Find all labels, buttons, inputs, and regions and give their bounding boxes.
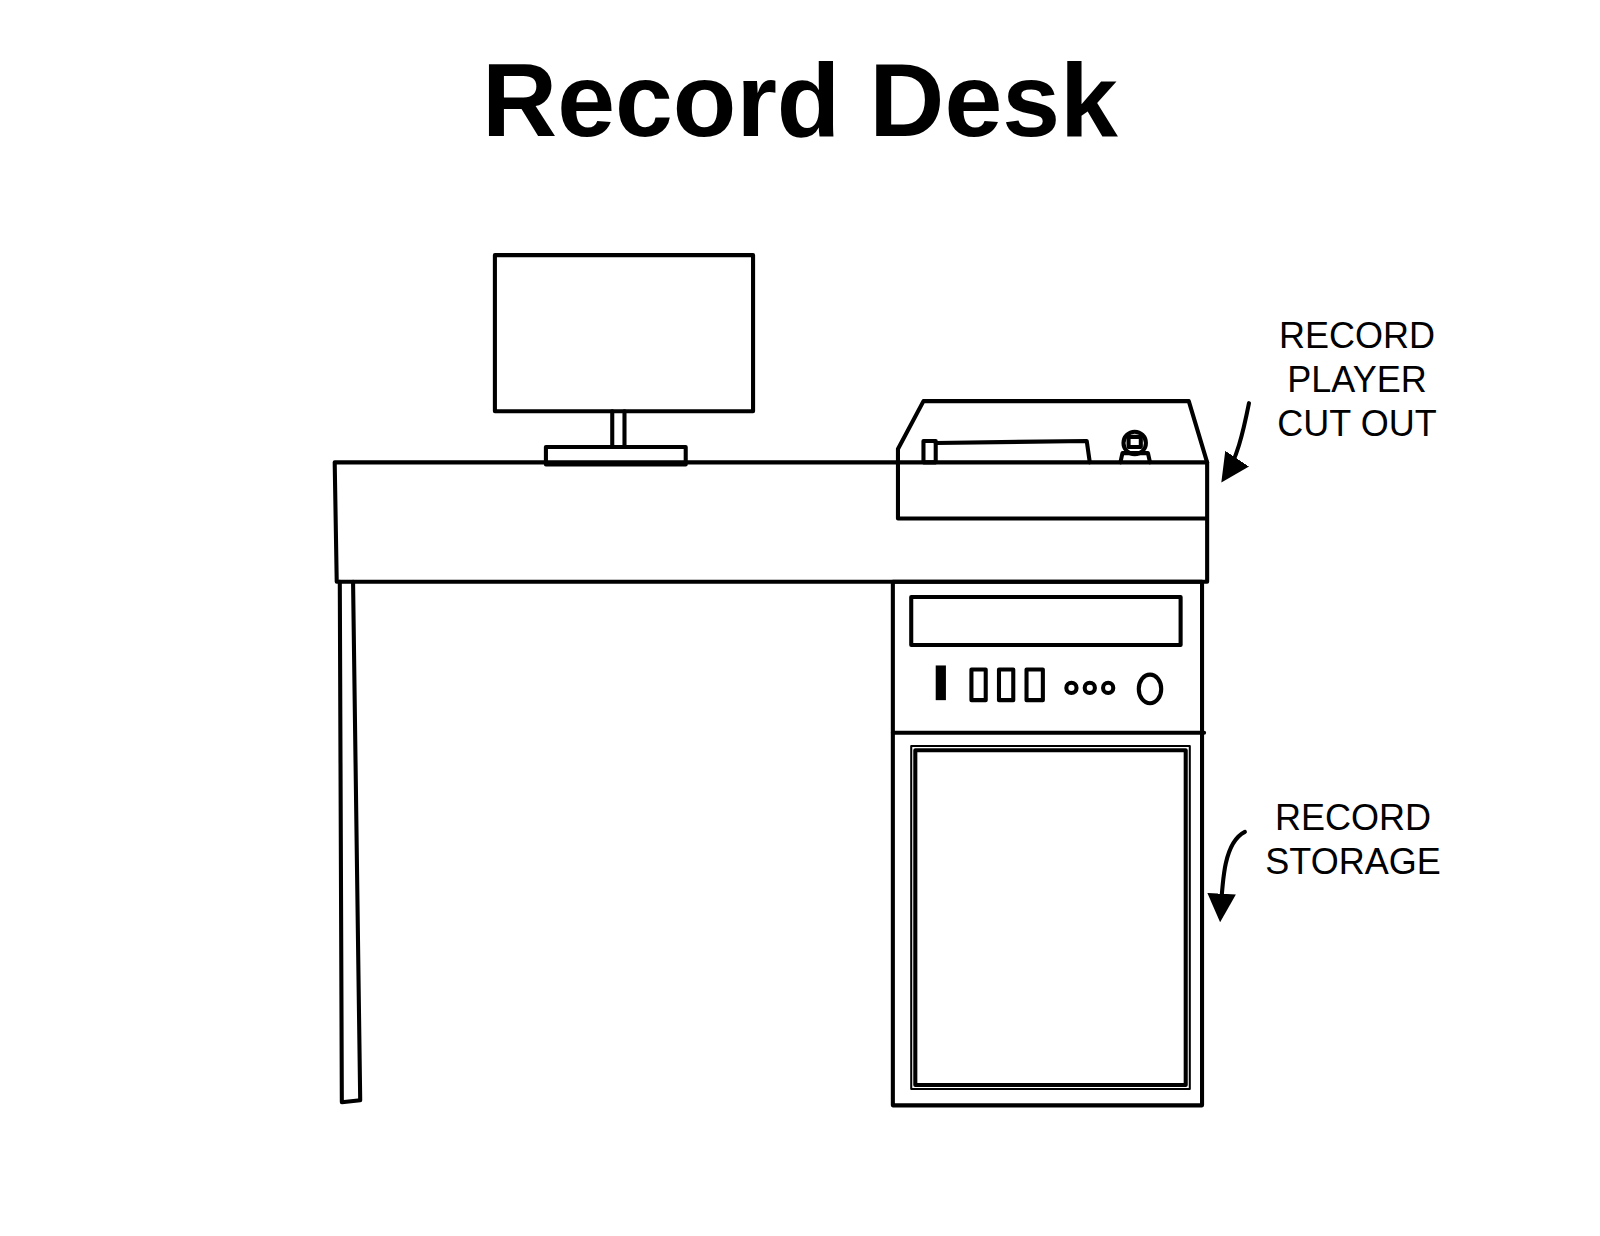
turntable-platter-edge: [923, 441, 935, 462]
amp-knob: [1066, 683, 1076, 693]
cabinet: [893, 582, 1202, 1106]
monitor-stand: [612, 411, 624, 447]
tonearm-mount: [1120, 453, 1150, 462]
amp-knob: [1103, 683, 1113, 693]
turntable-platter: [936, 441, 1090, 462]
amp-knob: [1085, 683, 1095, 693]
desk-leg: [340, 582, 360, 1103]
desk-top: [335, 462, 1207, 581]
callout-label: RECORD PLAYER CUT OUT: [1262, 314, 1452, 446]
callout-label: RECORD STORAGE: [1258, 796, 1448, 884]
title: Record Desk: [0, 38, 1600, 163]
amp-button: [971, 670, 985, 701]
leader-arrow: [1220, 832, 1244, 917]
amp-switch: [936, 665, 946, 700]
tonearm-base: [1123, 432, 1145, 454]
amplifier-slot: [911, 597, 1180, 645]
amp-button: [1027, 670, 1043, 701]
monitor-screen: [495, 255, 753, 411]
tonearm-head: [1129, 437, 1141, 447]
amp-button: [999, 670, 1013, 701]
leader-arrow: [1224, 403, 1248, 478]
amp-dial: [1139, 675, 1161, 704]
cabinet-divider: [893, 731, 1204, 735]
turntable-body: [898, 401, 1207, 462]
storage-door-frame: [911, 746, 1190, 1089]
storage-door: [915, 750, 1185, 1085]
